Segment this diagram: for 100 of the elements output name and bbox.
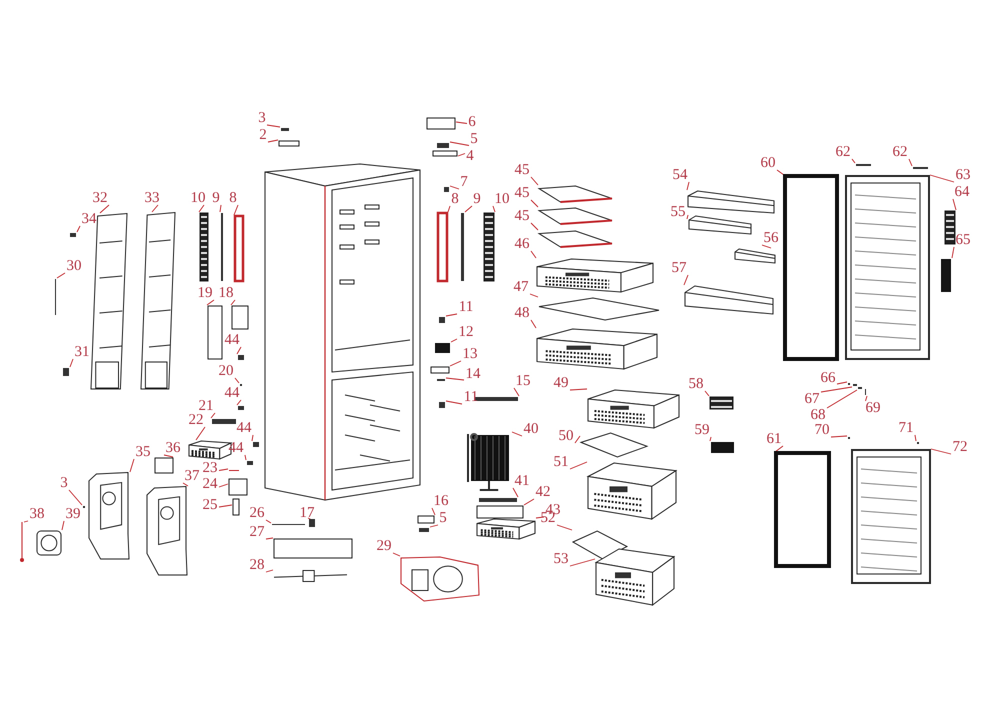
screw-drawing	[847, 382, 851, 386]
callout-number: 41	[513, 474, 531, 488]
leader-line	[266, 538, 274, 540]
plate-drawing	[228, 478, 248, 496]
leader-line	[865, 396, 868, 402]
screw-drawing	[847, 436, 851, 440]
leader-line	[196, 426, 206, 440]
callout-number: 62	[834, 145, 852, 159]
callout-number: 59	[693, 423, 711, 437]
leader-line	[70, 358, 74, 368]
rod-drawing	[478, 497, 518, 503]
callout-number: 20	[217, 364, 235, 378]
leader-line	[570, 462, 588, 470]
callout-number: 12	[457, 325, 475, 339]
callout-number: 54	[671, 168, 689, 182]
callout-number: 36	[164, 441, 182, 455]
leader-line	[530, 294, 538, 298]
screw-drawing	[308, 518, 316, 528]
callout-number: 18	[217, 286, 235, 300]
leader-line	[530, 250, 536, 258]
drawer-drawing	[587, 389, 680, 429]
leader-line	[574, 436, 580, 444]
leader-line	[686, 182, 690, 190]
strip-drawing	[944, 210, 956, 245]
screw-drawing	[82, 505, 86, 509]
leader-line	[446, 378, 464, 380]
callout-number: 44	[223, 386, 241, 400]
leader-line	[952, 246, 954, 258]
leader-line	[432, 508, 436, 516]
leader-line	[68, 490, 82, 506]
leader-line	[762, 244, 772, 248]
callout-number: 72	[951, 440, 969, 454]
callout-number: 65	[954, 233, 972, 247]
callout-number: 11	[457, 300, 475, 314]
callout-number: 9	[472, 192, 482, 206]
callout-number: 55	[669, 205, 687, 219]
callout-number: 62	[891, 145, 909, 159]
leader-line	[570, 388, 588, 390]
leader-line	[56, 272, 66, 278]
plate-drawing	[432, 150, 458, 157]
screw-drawing	[438, 401, 446, 409]
leader-line	[218, 468, 228, 471]
leader-line	[836, 382, 848, 384]
leader-line	[182, 482, 188, 486]
plate-drawing	[417, 515, 435, 524]
callout-number: 5	[469, 132, 479, 146]
callout-number: 22	[187, 413, 205, 427]
callout-number: 10	[493, 192, 511, 206]
leader-line	[710, 436, 712, 442]
callout-number: 44	[235, 421, 253, 435]
leader-line	[492, 206, 496, 212]
glass-cover-drawing	[538, 297, 660, 321]
leader-line	[130, 458, 134, 472]
leader-line	[530, 320, 536, 328]
shelf-drawing	[538, 230, 613, 248]
rod-drawing	[460, 212, 465, 282]
callout-number: 7	[459, 175, 469, 189]
callout-number: 2	[258, 128, 268, 142]
strip-drawing	[199, 212, 209, 282]
leader-line	[210, 412, 216, 418]
leader-line	[24, 520, 28, 522]
leader-line	[100, 204, 110, 214]
screw-drawing	[916, 441, 920, 445]
callout-number: 42	[534, 485, 552, 499]
leader-line	[530, 222, 538, 230]
callout-number: 63	[954, 168, 972, 182]
leader-line	[244, 454, 246, 460]
callout-number: 33	[143, 191, 161, 205]
callout-number: 51	[552, 455, 570, 469]
callout-number: 39	[64, 507, 82, 521]
leader-line	[456, 122, 468, 124]
leader-line	[236, 346, 242, 354]
leader-line	[198, 204, 204, 212]
callout-number: 48	[513, 306, 531, 320]
leader-line	[930, 174, 954, 182]
callout-number: 25	[201, 498, 219, 512]
leader-line	[230, 300, 236, 306]
callout-number: 45	[513, 163, 531, 177]
leader-line	[530, 176, 538, 186]
leader-line	[908, 158, 912, 166]
block-drawing	[710, 441, 735, 454]
plate-drawing	[476, 505, 524, 519]
leader-line	[266, 570, 274, 572]
leader-line	[776, 170, 784, 176]
callout-number: 27	[248, 525, 266, 539]
leader-line	[450, 142, 470, 146]
plate-drawing	[231, 305, 249, 330]
plate-drawing	[426, 117, 456, 130]
leader-line	[684, 274, 688, 286]
drawer-drawing	[536, 328, 658, 370]
drawer-drawing	[587, 462, 677, 520]
leader-line	[446, 400, 462, 404]
plate-drawing	[430, 366, 450, 374]
drawer-drawing	[536, 258, 654, 293]
gasket-drawing	[234, 215, 244, 282]
leader-line	[234, 378, 240, 384]
leader-line	[218, 504, 232, 508]
leader-line	[820, 386, 852, 392]
rod-drawing	[271, 523, 306, 526]
callout-number: 69	[864, 401, 882, 415]
